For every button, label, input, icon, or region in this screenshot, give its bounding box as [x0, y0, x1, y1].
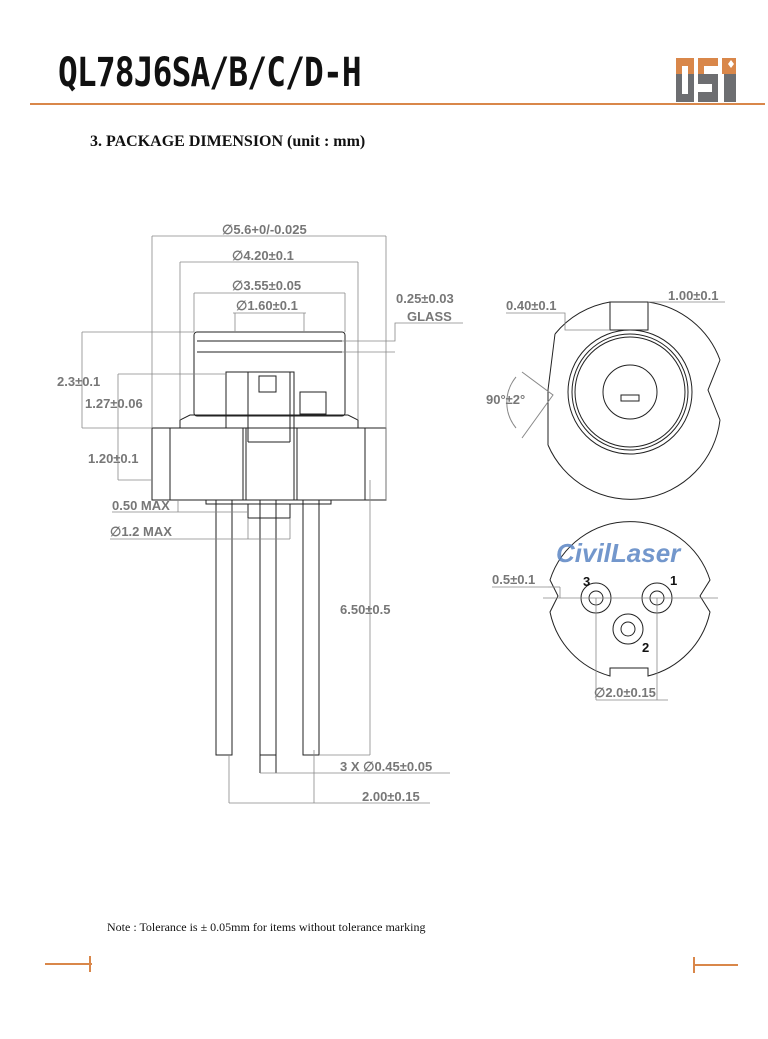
dim-pin-spacing: 2.00±0.15 — [362, 789, 420, 804]
crop-marks — [45, 956, 738, 973]
bottom-view — [492, 521, 718, 701]
dim-pin-circle: ∅2.0±0.15 — [594, 685, 656, 700]
dim-tab-offset: 0.40±0.1 — [506, 298, 557, 313]
product-title: QL78J6SA/B/C/D-H — [58, 50, 362, 96]
dim-notch-depth: 0.5±0.1 — [492, 572, 535, 587]
dim-stub-height: 0.50 MAX — [112, 498, 170, 513]
pin-left — [215, 499, 233, 756]
pin-2 — [612, 613, 644, 645]
header-rule — [30, 103, 765, 105]
pin-label-2: 2 — [642, 640, 649, 655]
watermark: CivilLaser — [556, 538, 682, 568]
pin-label-1: 1 — [670, 573, 677, 588]
dim-outer-diameter: ∅5.6+0/-0.025 — [222, 222, 307, 237]
dim-pin-diameter: 3 X ∅0.45±0.05 — [340, 759, 432, 774]
dim-total-height: 2.3±0.1 — [57, 374, 100, 389]
glass-label: GLASS — [407, 309, 452, 324]
dim-tab-width: 1.00±0.1 — [668, 288, 719, 303]
qsi-logo — [676, 58, 736, 102]
dim-aperture-diameter: ∅1.60±0.1 — [236, 298, 298, 313]
side-dimension-lines — [81, 235, 463, 804]
dim-stub-diameter: ∅1.2 MAX — [110, 524, 172, 539]
dim-emit-height: 1.27±0.06 — [85, 396, 143, 411]
tolerance-note: Note : Tolerance is ± 0.05mm for items w… — [107, 920, 426, 934]
top-view — [506, 301, 725, 500]
dim-window-diameter: ∅3.55±0.05 — [232, 278, 301, 293]
section-title: 3. PACKAGE DIMENSION (unit : mm) — [90, 133, 366, 150]
dim-pin-length: 6.50±0.5 — [340, 602, 391, 617]
dim-cap-diameter: ∅4.20±0.1 — [232, 248, 294, 263]
dim-base-height: 1.20±0.1 — [88, 451, 139, 466]
side-view — [151, 331, 387, 773]
pin-right — [302, 499, 320, 756]
dim-notch-angle: 90°±2° — [486, 392, 525, 407]
dim-glass-thickness: 0.25±0.03 — [396, 291, 454, 306]
base-flange — [151, 427, 387, 501]
pin-label-3: 3 — [583, 574, 590, 589]
pin-center — [259, 499, 277, 756]
